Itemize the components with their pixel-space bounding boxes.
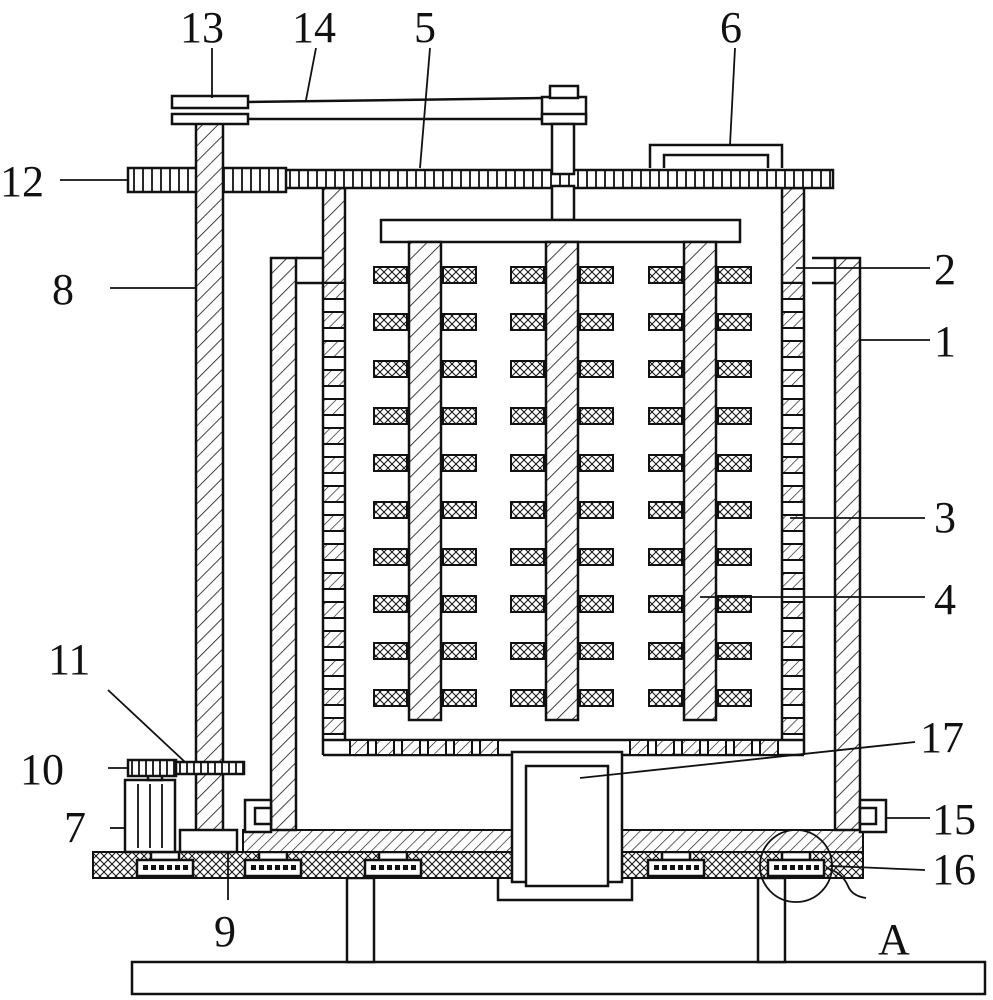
label-8: 8 xyxy=(52,265,74,314)
belt-drive xyxy=(170,84,588,176)
inner-tank xyxy=(321,186,806,757)
stirring-rods xyxy=(373,240,752,722)
label-15: 15 xyxy=(932,795,976,844)
label-14: 14 xyxy=(292,3,336,52)
base-plate xyxy=(92,851,864,879)
label-12: 12 xyxy=(0,157,44,206)
label-9: 9 xyxy=(214,907,236,956)
label-5: 5 xyxy=(414,3,436,52)
label-13: 13 xyxy=(180,3,224,52)
label-1: 1 xyxy=(934,317,956,366)
stirrer-frame xyxy=(379,218,742,244)
ground-base xyxy=(130,960,987,996)
label-3: 3 xyxy=(934,493,956,542)
motor xyxy=(123,772,177,854)
label-4: 4 xyxy=(934,575,956,624)
support-legs xyxy=(345,876,787,964)
vertical-shaft-8 xyxy=(194,120,225,834)
leader-lines xyxy=(60,47,930,900)
shaft-bearing xyxy=(178,828,239,854)
label-11: 11 xyxy=(48,635,90,684)
label-6: 6 xyxy=(720,3,742,52)
rail-sliders xyxy=(135,850,826,878)
stirrer-center-shaft xyxy=(550,184,576,222)
label-a: A xyxy=(878,915,910,964)
lid-handle xyxy=(648,143,784,168)
outer-tank xyxy=(269,256,862,832)
label-7: 7 xyxy=(64,803,86,852)
side-clamps xyxy=(243,798,888,834)
outlet-pipe xyxy=(496,750,634,902)
label-10: 10 xyxy=(20,745,64,794)
label-16: 16 xyxy=(932,845,976,894)
label-17: 17 xyxy=(920,713,964,762)
motor-gear xyxy=(126,758,246,778)
label-2: 2 xyxy=(934,245,956,294)
